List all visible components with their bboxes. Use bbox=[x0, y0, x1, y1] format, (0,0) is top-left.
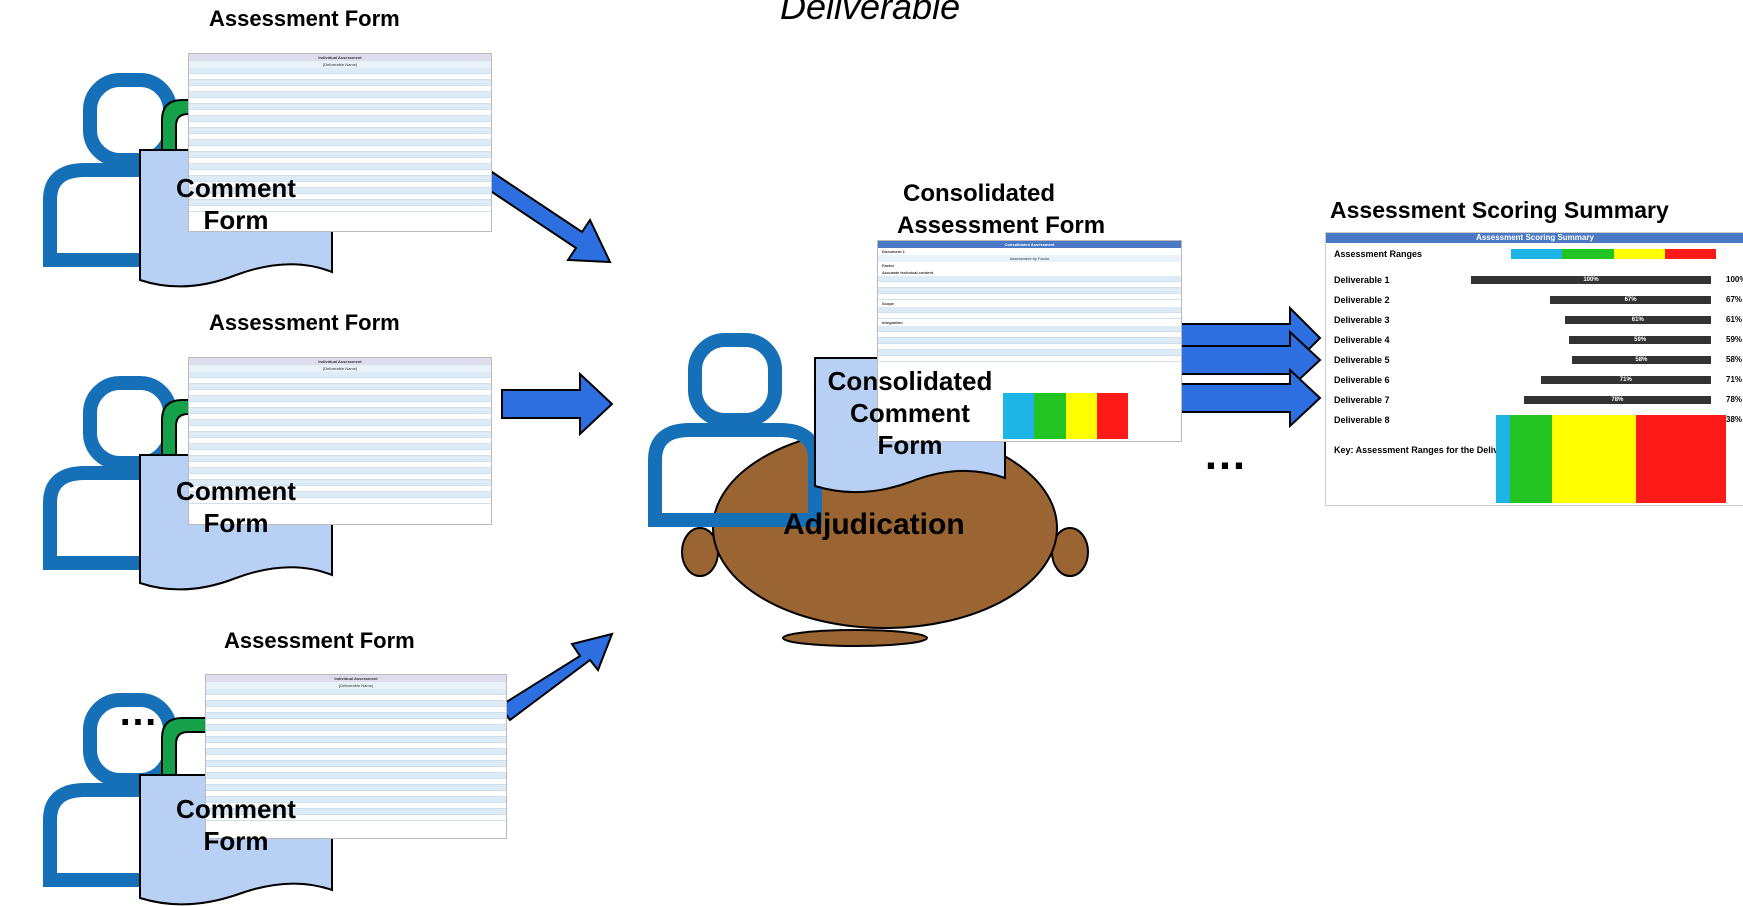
deliverable-score-bar: 78% bbox=[1523, 396, 1711, 404]
scoring-summary-label: Assessment Scoring Summary bbox=[1330, 197, 1669, 223]
deliverable-score-pct: 100% bbox=[1726, 275, 1743, 284]
range-color-3 bbox=[1613, 249, 1665, 259]
deliverable-score-bar: 58% bbox=[1571, 356, 1711, 364]
assessment-form-thumbnail-2: Individual Assessment (Deliverable Name) bbox=[188, 357, 492, 525]
consolidated-assessment-form-label: Consolidated bbox=[903, 180, 1055, 208]
consolidated-mini-header: Consolidated Assessment bbox=[878, 241, 1181, 248]
deliverable-score-pct: 71% bbox=[1726, 375, 1743, 384]
comment-form-text-2: Comment Form bbox=[140, 475, 332, 539]
assessment-ranges-label: Assessment Ranges bbox=[1334, 249, 1423, 259]
deliverable-score-pct: 38% bbox=[1726, 415, 1743, 424]
deliverable-name: Deliverable 3 bbox=[1334, 315, 1390, 325]
blue-arrow-3 bbox=[498, 632, 614, 722]
deliverable-score-bar: 67% bbox=[1550, 296, 1711, 304]
assessment-form-thumbnail-1: Individual Assessment (Deliverable Name) bbox=[188, 53, 492, 232]
deliverable-name: Deliverable 8 bbox=[1334, 415, 1390, 425]
scoring-summary-panel: Assessment Scoring Summary Assessment Ra… bbox=[1325, 232, 1743, 506]
deliverable-name: Deliverable 7 bbox=[1334, 395, 1390, 405]
consolidated-comment-form-text: Consolidated Comment Form bbox=[815, 365, 1005, 461]
deliverable-score-bar: 100% bbox=[1471, 276, 1711, 284]
deliverable-name: Deliverable 1 bbox=[1334, 275, 1390, 285]
adjudication-label: Adjudication bbox=[783, 508, 965, 541]
mini-form-subheader: (Deliverable Name) bbox=[189, 61, 491, 68]
assessment-form-thumbnail-3: Individual Assessment (Deliverable Name) bbox=[205, 674, 507, 839]
comment-form-line2: Form bbox=[203, 826, 269, 856]
key-range-box-3 bbox=[1552, 415, 1636, 503]
ellipsis-deliverables: … bbox=[1203, 430, 1253, 479]
ellipsis-reviewers: … bbox=[118, 690, 164, 734]
blue-arrow-1 bbox=[484, 170, 612, 264]
range-color-2 bbox=[1562, 249, 1614, 259]
consolidated-comment-line2: Comment bbox=[850, 398, 970, 428]
key-range-box-2 bbox=[1510, 415, 1552, 503]
comment-form-text-1: Comment Form bbox=[140, 172, 332, 236]
blue-arrow-summary-3 bbox=[1179, 367, 1322, 429]
deliverable-name: Deliverable 2 bbox=[1334, 295, 1390, 305]
consolidated-mini-accurate: Accurate technical content bbox=[882, 270, 934, 275]
assessment-range-strip bbox=[1511, 249, 1716, 259]
range-color-4 bbox=[1664, 249, 1716, 259]
mini-form-subheader: (Deliverable Name) bbox=[206, 682, 506, 689]
consolidated-comment-line1: Consolidated bbox=[827, 366, 993, 396]
comment-form-line1: Comment bbox=[176, 173, 296, 203]
assessment-form-label-2: Assessment Form bbox=[209, 310, 400, 335]
deliverable-name: Deliverable 4 bbox=[1334, 335, 1390, 345]
diagram-title: Deliverable bbox=[780, 0, 961, 27]
consolidated-label-line1: Consolidated bbox=[903, 180, 1056, 207]
assessment-form-label-1: Assessment Form bbox=[209, 6, 400, 31]
comment-form-line1: Comment bbox=[176, 476, 296, 506]
consolidated-mini-factor: Factor bbox=[882, 263, 895, 268]
blue-arrow-2 bbox=[501, 371, 614, 437]
comment-form-line2: Form bbox=[203, 508, 269, 538]
deliverable-name: Deliverable 6 bbox=[1334, 375, 1390, 385]
deliverable-score-pct: 59% bbox=[1726, 335, 1743, 344]
comment-form-line2: Form bbox=[203, 205, 269, 235]
mini-form-header: Individual Assessment bbox=[189, 358, 491, 365]
deliverable-score-bar: 71% bbox=[1540, 376, 1711, 384]
mini-form-header: Individual Assessment bbox=[206, 675, 506, 682]
deliverable-name: Deliverable 5 bbox=[1334, 355, 1390, 365]
consolidated-form-thumbnail: Consolidated Assessment Document 1 Asses… bbox=[877, 240, 1182, 442]
adjudication-table bbox=[681, 427, 1089, 647]
mini-form-header: Individual Assessment bbox=[189, 54, 491, 61]
consolidated-comment-line3: Form bbox=[877, 430, 943, 460]
consolidated-mini-scope: Scope bbox=[882, 301, 895, 306]
deliverable-score-pct: 61% bbox=[1726, 315, 1743, 324]
assessment-form-label-3: Assessment Form bbox=[224, 628, 415, 653]
key-range-box-1 bbox=[1496, 415, 1510, 503]
consolidated-mini-by-factor: Assessment by Factor bbox=[878, 255, 1181, 262]
consolidated-mini-integration: Integration bbox=[882, 320, 903, 325]
deliverable-score-pct: 58% bbox=[1726, 355, 1743, 364]
comment-form-text-3: Comment Form bbox=[140, 793, 332, 857]
key-label: Key: Assessment Ranges for the Deliverab… bbox=[1334, 445, 1530, 455]
range-color-1 bbox=[1511, 249, 1563, 259]
deliverable-score-bar: 61% bbox=[1564, 316, 1711, 324]
consolidated-assessment-form-label-2: Assessment Form bbox=[897, 212, 1106, 239]
consolidated-mini-document: Document 1 bbox=[882, 249, 905, 254]
comment-form-line1: Comment bbox=[176, 794, 296, 824]
mini-form-subheader: (Deliverable Name) bbox=[189, 365, 491, 372]
deliverable-score-pct: 78% bbox=[1726, 395, 1743, 404]
deliverable-score-bar: 59% bbox=[1569, 336, 1711, 344]
blue-arrow-summary-2 bbox=[1179, 329, 1322, 391]
scoring-summary-header: Assessment Scoring Summary bbox=[1326, 233, 1743, 243]
key-range-box-4 bbox=[1636, 415, 1726, 503]
consolidated-range-colors bbox=[1003, 393, 1128, 439]
deliverable-score-pct: 67% bbox=[1726, 295, 1743, 304]
